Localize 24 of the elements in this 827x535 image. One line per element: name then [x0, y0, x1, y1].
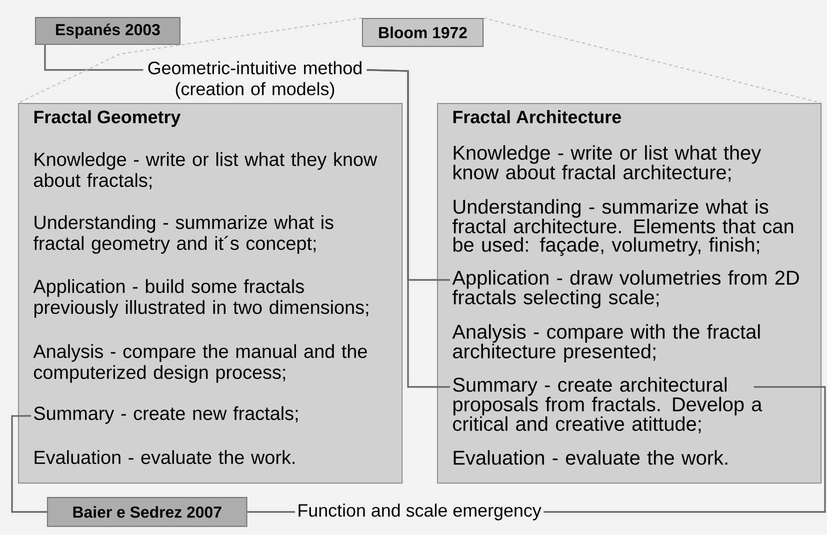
item-text: Knowledge - write or list what they know about fractals; — [34, 152, 378, 190]
connector-line — [44, 44, 144, 71]
item-text: Analysis - compare the manual and the computerized design process; — [33, 344, 367, 383]
reference-box: Baier e Sedrez 2007 — [47, 496, 248, 527]
item-text: Evaluation - evaluate the work. — [454, 450, 728, 465]
connector-line — [11, 415, 47, 513]
reference-box: Bloom 1972 — [362, 18, 484, 47]
item-text: Application - build some fractals previously illustrated in two dimensions; — [33, 279, 368, 318]
item-text: Analysis - compare with the fractal architecture presented; — [452, 324, 760, 362]
reference-box: Espanés 2003 — [35, 17, 180, 45]
item-text: Understanding - summarize what is fractal geometry and it´s concept; — [33, 215, 334, 254]
item-text: Application - draw volumetries from 2D fractals selecting scale; — [452, 270, 799, 308]
connector-line — [544, 386, 826, 513]
dashed-line — [18, 18, 362, 104]
method-label: Geometric-intuitive method (creation of models) — [148, 61, 362, 99]
item-text: Summary - create architectural proposals from fractals. Develop a critical and creative atittude; — [453, 377, 762, 434]
connector-line — [366, 69, 450, 388]
item-text: Understanding - summarize what is fractal architecture. Elements that can be used: façade, volumetry, finish; — [452, 199, 794, 256]
item-text: Knowledge - write or list what they know about fractal architecture; — [454, 145, 762, 182]
connector-line — [247, 511, 295, 513]
item-text: Summary - create new fractals; — [34, 406, 298, 424]
item-text: Evaluation - evaluate the work. — [34, 450, 294, 464]
dashed-line — [483, 18, 822, 104]
method-label: Function and scale emergency — [298, 504, 542, 520]
